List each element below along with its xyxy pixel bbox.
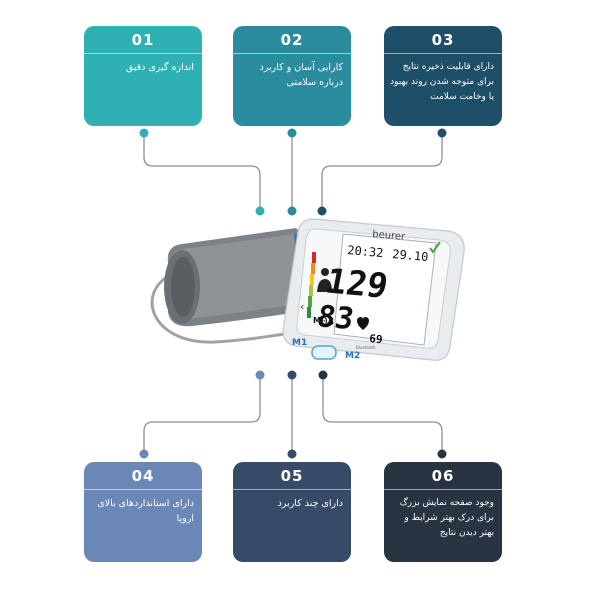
connector-dot — [287, 449, 297, 459]
connector-dot — [287, 370, 297, 380]
connector-dot — [139, 449, 149, 459]
connector-line-06 — [322, 375, 443, 454]
feature-text: کارایی آسان و کاربرد درباره سلامتی — [259, 62, 343, 88]
connector-line-01 — [143, 133, 261, 211]
card-divider — [233, 53, 351, 54]
feature-number: 01 — [131, 31, 155, 49]
feature-card-01: 01 اندازه گیری دقیق — [84, 26, 202, 126]
diastolic-readout: 83 — [314, 299, 357, 337]
date-readout: 29.10 — [392, 247, 429, 264]
heart-icon — [357, 317, 369, 330]
monitor-body: ‹ — [282, 218, 465, 361]
connector-dot — [255, 370, 265, 380]
checkmark-icon — [429, 241, 441, 254]
time-readout: 20:32 — [347, 243, 384, 260]
feature-text: وجود صفحه نمایش بزرگ برای درک بهتر شرایط… — [399, 498, 494, 538]
card-divider — [233, 489, 351, 490]
feature-card-05: 05 دارای چند کاربرد — [233, 462, 351, 562]
feature-text: دارای استانداردهای بالای اروپا — [97, 498, 194, 524]
connector-dot — [437, 449, 447, 459]
memory-slot-readout: 03 — [321, 315, 334, 328]
connector-dot — [317, 206, 327, 216]
feature-card-06: 06 وجود صفحه نمایش بزرگ برای درک بهتر شر… — [384, 462, 502, 562]
connector-line-04 — [143, 375, 261, 454]
connector-dot — [287, 128, 297, 138]
memory-button[interactable] — [311, 345, 337, 360]
m1-button-label: M1 — [292, 338, 307, 348]
connector-line-03 — [321, 133, 443, 211]
feature-text: اندازه گیری دقیق — [125, 62, 194, 73]
connector-dot — [437, 128, 447, 138]
memory-label: M — [313, 316, 321, 325]
connector-dot — [287, 206, 297, 216]
cuff-tube — [150, 266, 301, 344]
feature-card-02: 02 کارایی آسان و کاربرد درباره سلامتی — [233, 26, 351, 126]
feature-number: 03 — [431, 31, 455, 49]
m2-button-label: M2 — [345, 351, 360, 361]
connector-dot — [255, 206, 265, 216]
systolic-readout: 129 — [322, 262, 391, 307]
bluetooth-label: Bluetooth — [356, 345, 376, 350]
pulse-readout: 69 — [369, 332, 383, 346]
feature-number: 04 — [131, 467, 155, 485]
feature-card-03: 03 دارای قابلیت ذخیره نتایج برای متوجه ش… — [384, 26, 502, 126]
chevron-left-icon: ‹ — [300, 300, 304, 313]
brand-label: beurer — [372, 229, 407, 243]
connector-dot — [318, 370, 328, 380]
feature-text: دارای قابلیت ذخیره نتایج برای متوجه شدن … — [390, 62, 494, 102]
card-divider — [384, 489, 502, 490]
feature-number: 02 — [280, 31, 304, 49]
card-divider — [384, 53, 502, 54]
feature-number: 05 — [280, 467, 304, 485]
card-divider — [84, 53, 202, 54]
user-icon — [317, 268, 332, 292]
feature-text: دارای چند کاربرد — [277, 498, 343, 509]
feature-number: 06 — [431, 467, 455, 485]
feature-card-04: 04 دارای استانداردهای بالای اروپا — [84, 462, 202, 562]
card-divider — [84, 489, 202, 490]
connector-dot — [139, 128, 149, 138]
cuff — [164, 228, 308, 327]
